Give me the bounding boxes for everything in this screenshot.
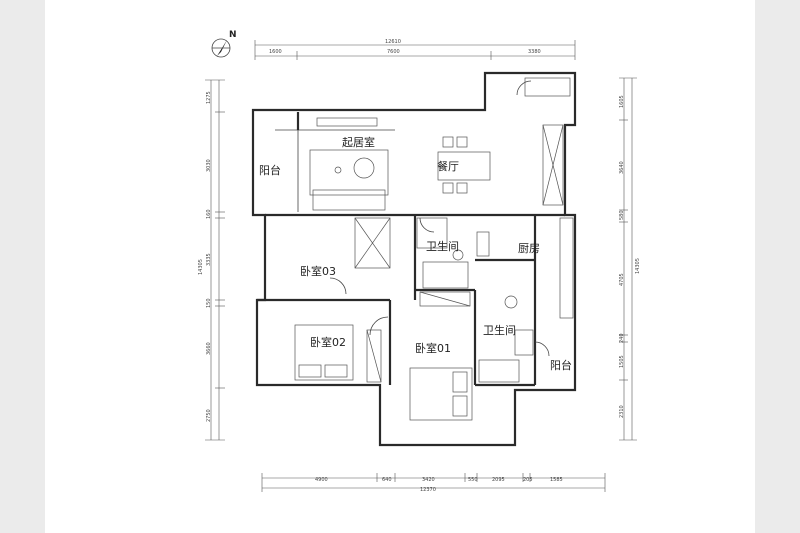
room-label-dining: 餐厅 xyxy=(437,159,459,173)
room-label-bedroom-01: 卧室01 xyxy=(415,341,451,355)
room-label-living: 起居室 xyxy=(342,135,375,149)
bottom-total-dimension: 12370 xyxy=(420,487,436,493)
left-dimension-4: 3335 xyxy=(206,253,212,266)
room-label-kitchen: 厨房 xyxy=(518,242,540,255)
bottom-dimension-3: 3420 xyxy=(422,477,435,483)
top-dimension-3: 3380 xyxy=(528,49,541,55)
right-dimension-4: 4705 xyxy=(619,273,625,286)
dining-table xyxy=(437,136,491,194)
right-dimension-1: 1605 xyxy=(619,95,625,108)
right-dimension-7: 2310 xyxy=(619,405,625,418)
bathroom-1-fixtures xyxy=(416,217,490,289)
left-total-dimension: 14305 xyxy=(198,259,204,275)
bottom-dimension-6: 205 xyxy=(523,477,533,483)
bed-02 xyxy=(294,324,354,381)
left-dimension-6: 3660 xyxy=(206,342,212,355)
top-total-dimension: 12610 xyxy=(385,39,401,45)
right-total-dimension: 14305 xyxy=(635,258,641,274)
room-label-balcony-east: 阳台 xyxy=(550,358,572,372)
bathroom-2-fixtures xyxy=(478,295,534,383)
floor-plan: N 12610 1600 7600 3380 4900 640 3420 550… xyxy=(198,30,641,493)
top-dimension-lines: 12610 1600 7600 3380 xyxy=(254,39,576,60)
bottom-dimension-7: 1585 xyxy=(550,477,563,483)
top-dimension-1: 1600 xyxy=(269,49,282,55)
bottom-dimension-1: 4900 xyxy=(315,477,328,483)
wardrobes xyxy=(354,217,471,383)
bottom-dimension-5: 2095 xyxy=(492,477,505,483)
floor-plan-sheet: N 12610 1600 7600 3380 4900 640 3420 550… xyxy=(45,0,755,533)
right-dimension-lines: 1605 3640 580 4705 240 1505 2310 14305 xyxy=(619,77,641,441)
right-dimension-5: 240 xyxy=(619,333,625,343)
left-dimension-3: 160 xyxy=(206,209,212,219)
right-dimension-6: 1505 xyxy=(619,355,625,368)
top-dimension-2: 7600 xyxy=(387,49,400,55)
bottom-dimension-2: 640 xyxy=(382,477,392,483)
sofa-and-rug xyxy=(309,117,389,211)
right-dimension-3: 580 xyxy=(619,210,625,220)
room-label-bedroom-02: 卧室02 xyxy=(310,335,346,349)
kitchen-counter xyxy=(524,77,574,319)
right-dimension-2: 3640 xyxy=(619,161,625,174)
room-label-bedroom-03: 卧室03 xyxy=(300,264,336,278)
room-label-bathroom-2: 卫生间 xyxy=(483,323,516,337)
room-label-bathroom-1: 卫生间 xyxy=(426,239,459,253)
doors xyxy=(329,80,550,357)
north-arrow-icon: N xyxy=(211,30,237,58)
bottom-dimension-lines: 4900 640 3420 550 2095 205 1585 12370 xyxy=(261,473,606,493)
interior-walls xyxy=(257,112,565,387)
bed-01 xyxy=(409,367,473,421)
bottom-dimension-4: 550 xyxy=(468,477,478,483)
left-dimension-7: 2750 xyxy=(206,409,212,422)
left-dimension-lines: 1275 3030 160 3335 150 3660 2750 14305 xyxy=(198,79,225,441)
left-dimension-2: 3030 xyxy=(206,159,212,172)
room-label-balcony-west: 阳台 xyxy=(259,163,281,177)
left-dimension-5: 150 xyxy=(206,298,212,308)
left-dimension-1: 1275 xyxy=(206,91,212,104)
north-label: N xyxy=(229,30,237,40)
